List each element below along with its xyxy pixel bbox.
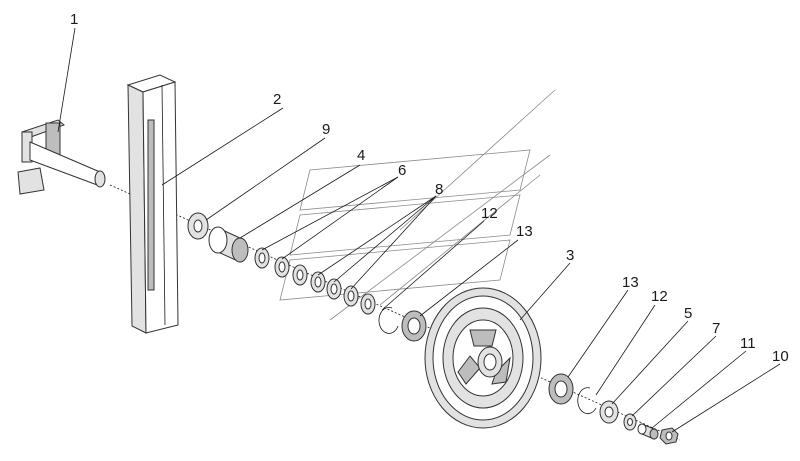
part-2-channel: [126, 74, 179, 334]
callout-10: 10: [772, 348, 789, 365]
part-4-bushing: [208, 226, 249, 263]
callout-4: 4: [357, 147, 365, 164]
callout-3: 3: [566, 247, 574, 264]
part-1-shaft: [17, 119, 106, 195]
part-12-snap-ring-right: [577, 387, 597, 415]
part-3-wheel: [424, 287, 542, 429]
part-5-washer: [599, 400, 619, 424]
callout-1: 1: [70, 11, 78, 28]
callout-12a: 12: [481, 205, 498, 222]
callout-2: 2: [273, 91, 281, 108]
callout-6: 6: [398, 162, 406, 179]
callout-13b: 13: [622, 274, 639, 291]
callout-7: 7: [712, 320, 720, 337]
callout-12b: 12: [651, 288, 668, 305]
callout-11: 11: [740, 335, 756, 352]
part-13-bearing-left: [401, 310, 427, 342]
callout-8: 8: [435, 181, 443, 198]
part-11-spacer: [637, 423, 659, 440]
watermark: [279, 89, 556, 321]
callout-9: 9: [322, 121, 330, 138]
part-7-washer: [623, 413, 637, 431]
part-9-washer: [187, 212, 209, 240]
part-12-snap-ring-left: [378, 307, 399, 334]
callout-13a: 13: [516, 223, 533, 240]
part-10-nut: [659, 427, 679, 445]
part-13-bearing-right: [548, 373, 574, 405]
callout-labels: 1 2 9 4 6 8 12 13 3 13 12 5 7 11 10: [70, 11, 789, 365]
parts-6-8-rings: [254, 247, 376, 315]
leader-lines: [57, 27, 781, 433]
callout-5: 5: [684, 305, 692, 322]
